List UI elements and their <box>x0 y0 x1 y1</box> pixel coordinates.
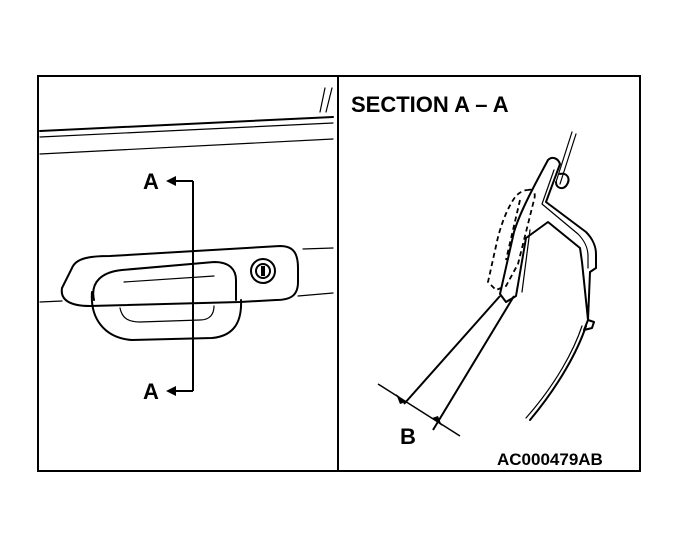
handle-grip-inner <box>123 275 215 283</box>
key-cylinder <box>250 258 276 284</box>
door-body-contour <box>39 138 334 155</box>
cut-label-top: A <box>143 169 159 194</box>
section-view: SECTION A – A B AC000479AB <box>351 92 603 469</box>
dimension-arrow-b1 <box>396 394 406 404</box>
door-panel-line-2 <box>432 295 515 431</box>
handle-grip <box>92 261 237 301</box>
figure-code: AC000479AB <box>497 450 603 469</box>
door-trim-line <box>302 247 334 250</box>
door-exterior-view: A A <box>39 87 334 404</box>
key-cylinder-inner <box>255 263 271 279</box>
handle-section-inner-2 <box>521 229 531 293</box>
door-belt-line-lower <box>39 122 334 138</box>
key-slot <box>261 266 265 276</box>
dimension-arrow-b2 <box>432 416 442 426</box>
arrowhead-top <box>166 176 176 186</box>
door-outer-skin <box>529 325 587 421</box>
dimension-line-b <box>377 383 461 437</box>
handle-recess-inner <box>119 305 215 323</box>
door-outer-skin-inner <box>525 325 583 419</box>
phantom-handle-outline <box>487 188 536 292</box>
handle-section-outline <box>499 156 597 331</box>
door-trim-line-2 <box>297 292 334 297</box>
window-frame-line <box>319 87 326 113</box>
dimension-label-b: B <box>400 424 416 449</box>
rod-upper-2 <box>559 133 577 185</box>
outside-handle <box>60 245 299 307</box>
door-trim-line-3 <box>39 300 63 303</box>
arrowhead-bottom <box>166 386 176 396</box>
phantom-handle-inner <box>505 199 521 261</box>
handle-section-inner <box>541 169 589 269</box>
window-frame-line-2 <box>325 87 333 113</box>
door-panel-line-1 <box>403 295 501 405</box>
rod-upper <box>555 131 573 183</box>
handle-recess <box>90 291 243 341</box>
door-belt-line <box>39 116 334 132</box>
cut-label-bottom: A <box>143 379 159 404</box>
section-title: SECTION A – A <box>351 92 509 117</box>
rod-hook <box>555 172 570 190</box>
